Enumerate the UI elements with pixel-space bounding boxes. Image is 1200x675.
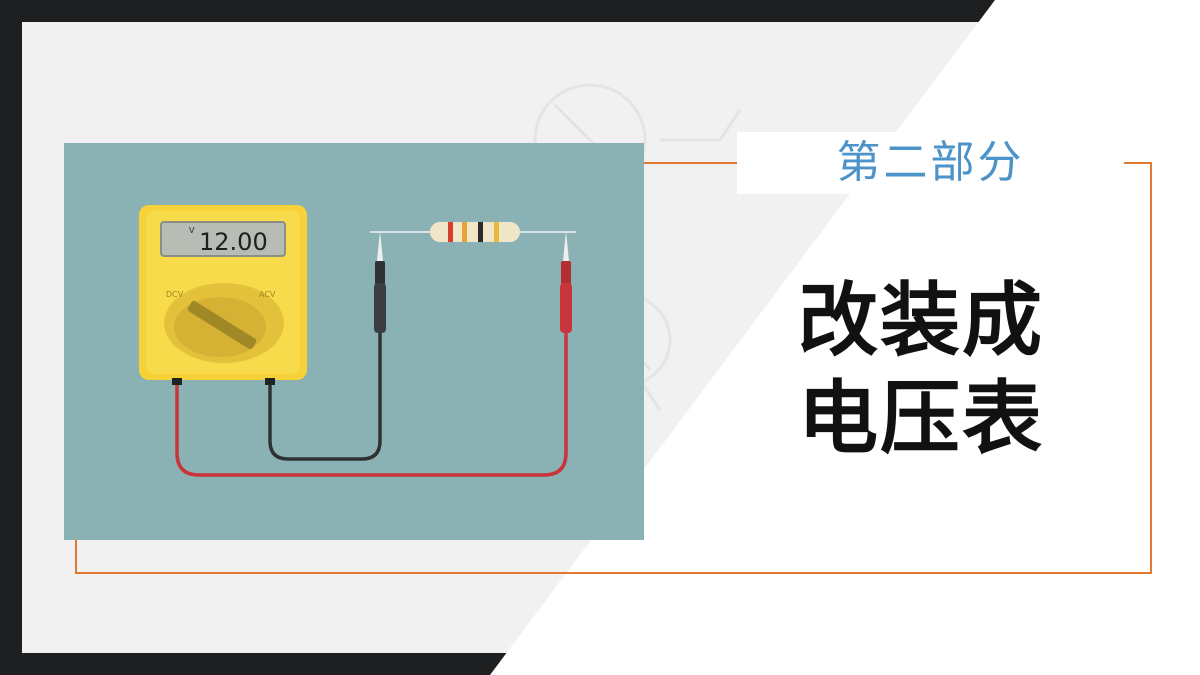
black-probe-icon (374, 231, 386, 333)
multimeter-icon: V 12.00 DCV ACV (139, 205, 307, 385)
section-label: 第二部分 (836, 137, 1025, 188)
slide-title: 改装成 电压表 (798, 272, 1098, 468)
resistor-icon (370, 222, 576, 242)
display-value: 12.00 (199, 228, 268, 256)
multimeter-illustration: V 12.00 DCV ACV (64, 143, 644, 540)
red-probe-icon (560, 231, 572, 333)
red-wire (175, 333, 568, 477)
dial-label-acv: ACV (259, 290, 276, 299)
display-unit: V (189, 226, 195, 235)
title-line-2: 电压表 (798, 372, 1044, 465)
title-line-1: 改装成 (798, 274, 1044, 367)
black-wire (268, 333, 382, 461)
section-label-box: 第二部分 (737, 132, 1124, 194)
dial-label-dcv: DCV (166, 290, 184, 299)
